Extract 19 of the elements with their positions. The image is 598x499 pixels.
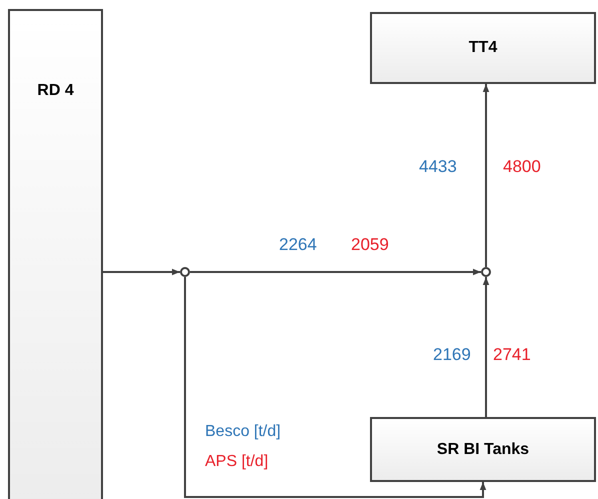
legend-entry: APS [t/d] [205, 454, 268, 470]
legend-entry: Besco [t/d] [205, 424, 281, 440]
flow-value: 2264 [278, 236, 318, 253]
arrow [482, 277, 490, 417]
flow-value: 2741 [492, 346, 532, 363]
arrow [103, 268, 180, 276]
flow-value: 4433 [418, 158, 458, 175]
box-label: TT4 [468, 38, 498, 58]
flow-value: 2059 [350, 236, 390, 253]
process-box [370, 417, 596, 482]
flow-value: 2169 [432, 346, 472, 363]
process-box [370, 12, 596, 84]
process-box [8, 9, 103, 499]
flow-value: 4800 [502, 158, 542, 175]
box-label: SR BI Tanks [436, 440, 530, 460]
box-label: RD 4 [37, 81, 74, 101]
arrow [482, 84, 490, 267]
arrow [190, 268, 481, 276]
arrow [184, 277, 486, 498]
